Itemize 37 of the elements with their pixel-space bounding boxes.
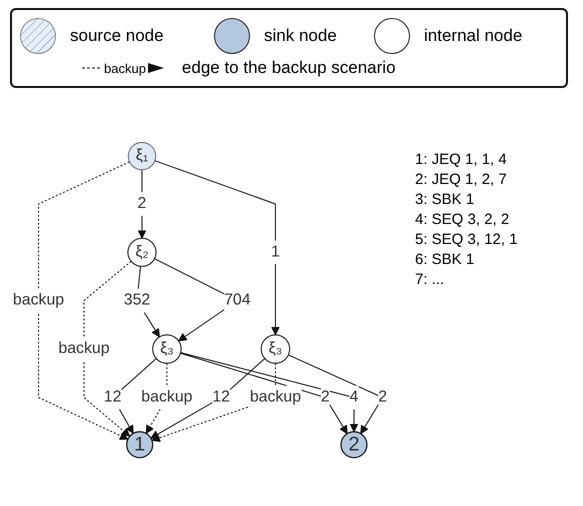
note-text: 5: SEQ 3, 12, 1 [415, 230, 518, 250]
edge-label: backup [141, 388, 192, 406]
arrow [152, 362, 276, 442]
note-text: 1: JEQ 1, 1, 4 [415, 150, 508, 170]
edge-label: 352 [124, 292, 150, 309]
node-circle: ξ₃ [152, 334, 182, 364]
edge-label: 704 [224, 292, 251, 309]
arrow [38, 161, 130, 440]
arrow [83, 260, 132, 437]
node-circle: ξ₃ [260, 334, 290, 364]
arrow [138, 169, 146, 239]
node-circle: 1 [126, 431, 154, 458]
edge-label: 12 [104, 388, 122, 406]
arrow [150, 358, 266, 439]
edge-label: 2 [320, 388, 330, 406]
legend-sample-text: backup [104, 60, 146, 76]
legend-text: edge to the backup scenario [182, 58, 396, 78]
legend-text: internal node [424, 26, 522, 46]
edge-label: 2 [378, 388, 388, 406]
note-text: 2: JEQ 1, 2, 7 [415, 170, 508, 190]
edge-label: 4 [350, 388, 358, 406]
node-circle: 2 [340, 431, 368, 458]
edge-label: 2 [138, 195, 146, 212]
edge-label: backup [58, 340, 110, 357]
edge-label: backup [250, 388, 302, 406]
edge-label: 12 [212, 388, 230, 406]
edge-label: 1 [271, 243, 280, 260]
note-text: 7: ... [415, 270, 446, 290]
legend-text: source node [70, 26, 164, 46]
note-text: 3: SBK 1 [415, 190, 476, 210]
edge-label: backup [12, 292, 64, 309]
node-circle: ξ₂ [127, 238, 157, 267]
note-text: 4: SEQ 3, 2, 2 [415, 210, 510, 230]
node-circle: ξ₁ [128, 142, 156, 170]
note-text: 6: SBK 1 [415, 250, 476, 270]
legend-text: sink node [264, 26, 337, 46]
arrow [154, 160, 280, 336]
